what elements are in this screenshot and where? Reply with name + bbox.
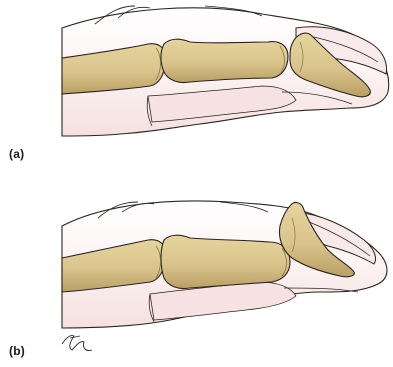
panel-b-middle-phalanx [161, 235, 290, 288]
panel-b-finger [62, 201, 387, 328]
panel-a-label: (a) [9, 147, 24, 161]
panel-a-middle-phalanx [161, 39, 288, 82]
panel-b-label: (b) [9, 344, 25, 358]
panel-a-finger [62, 6, 389, 136]
artist-signature [62, 335, 92, 350]
